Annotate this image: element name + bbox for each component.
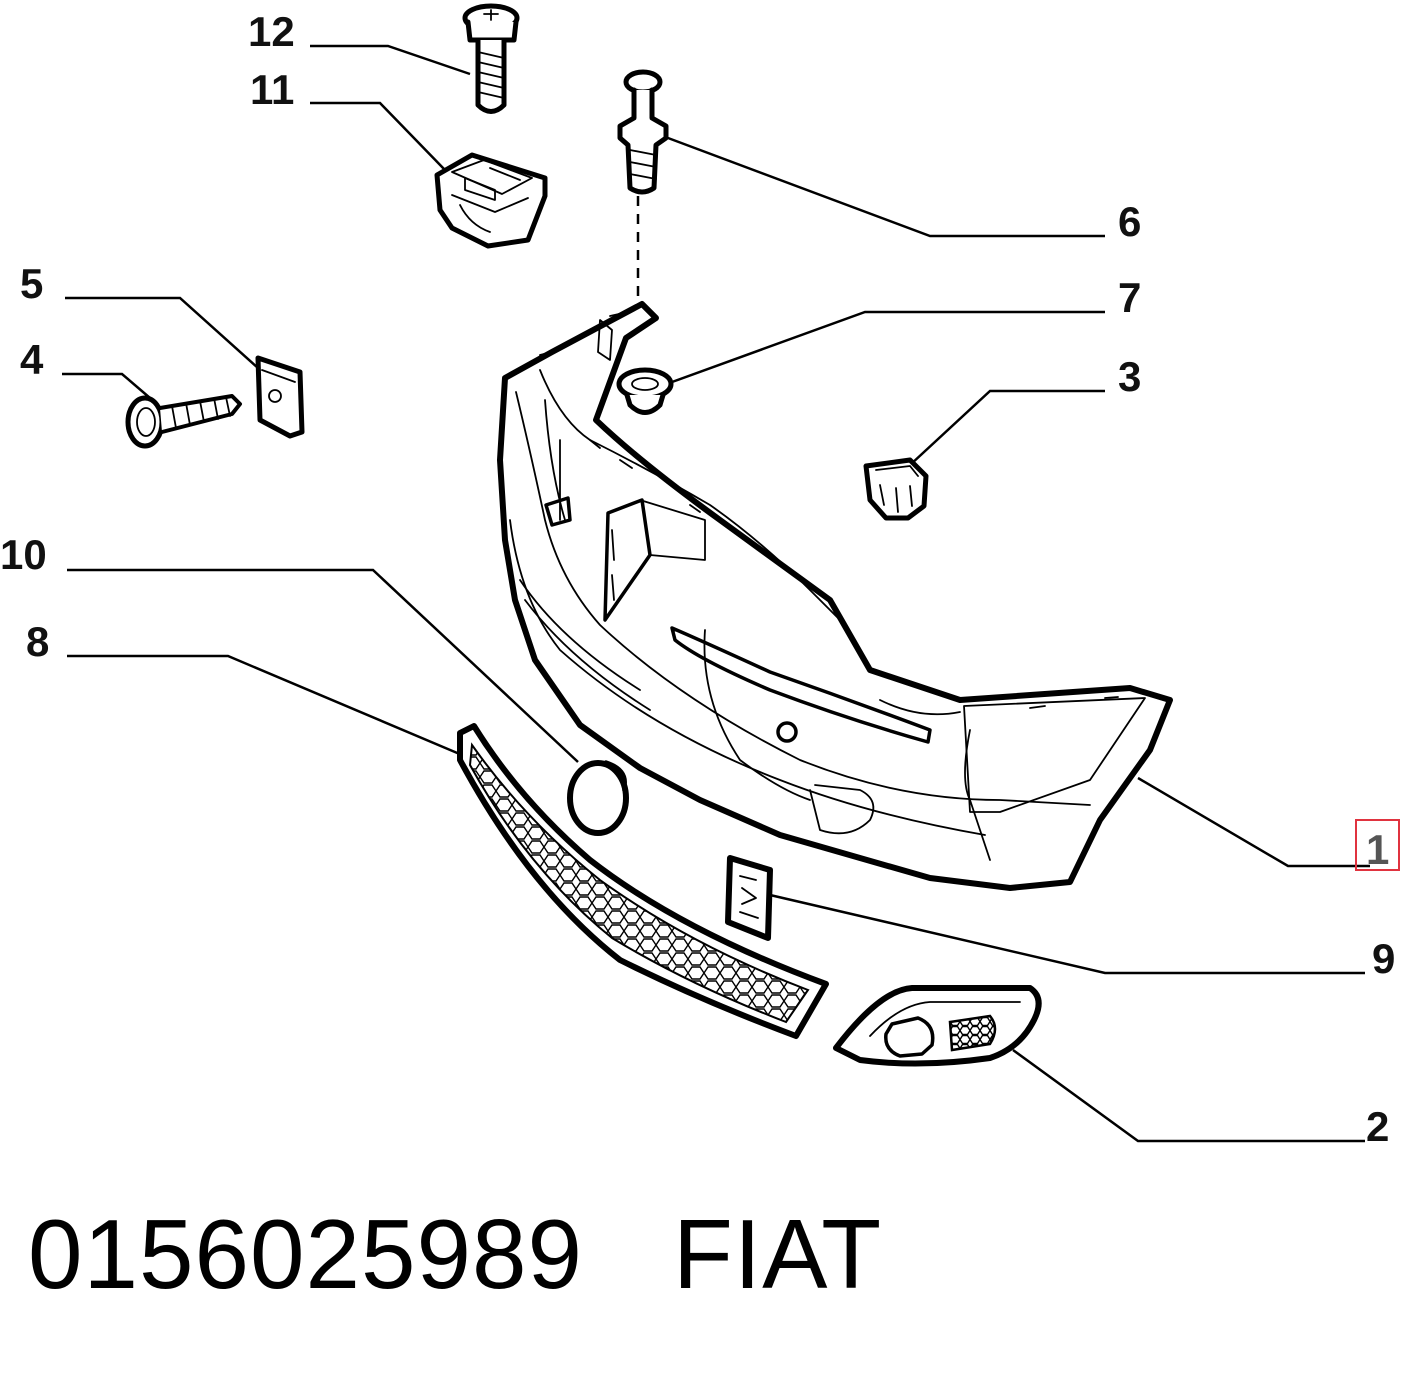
leader-2 [1012, 1048, 1365, 1143]
callout-8: 8 [26, 618, 49, 665]
callout-11: 11 [250, 66, 294, 113]
callout-3: 3 [1118, 353, 1141, 400]
retainer-clip-icon [434, 152, 548, 249]
fog-lamp-bezel-icon [833, 985, 1042, 1067]
callout-10: 10 [0, 531, 47, 578]
leader-11 [310, 101, 446, 171]
lower-grille-icon [457, 723, 829, 1039]
leader-9 [769, 893, 1365, 975]
callout-4: 4 [20, 336, 44, 383]
bolt-icon [462, 3, 520, 114]
leader-1 [1137, 776, 1370, 868]
screw-icon [125, 394, 242, 449]
leader-8 [67, 654, 463, 757]
leader-4 [62, 372, 151, 399]
leader-3 [909, 389, 1105, 466]
leader-7 [671, 310, 1105, 384]
leader-6 [667, 136, 1105, 238]
bumper-icon [497, 301, 1173, 891]
part-caption: 0156025989 FIAT [28, 1198, 882, 1311]
callout-5: 5 [20, 260, 43, 307]
leader-lines [62, 44, 1370, 1143]
callout-1-highlight [1355, 819, 1400, 871]
clip-icon [863, 457, 929, 521]
callout-9: 9 [1372, 935, 1395, 982]
badge-icon [725, 855, 773, 941]
callout-1: 1 [1366, 826, 1389, 873]
leader-12 [310, 44, 471, 76]
nut-plate-icon [255, 355, 305, 439]
callout-6: 6 [1118, 198, 1141, 245]
callout-2: 2 [1366, 1103, 1389, 1150]
part-number: 0156025989 [28, 1199, 584, 1309]
brand-name: FIAT [673, 1199, 883, 1309]
grommet-icon [616, 367, 674, 415]
plug-cap-icon [567, 760, 629, 836]
callout-12: 12 [248, 8, 295, 55]
callouts: 12 11 6 7 5 4 3 10 8 1 9 2 [0, 8, 1400, 1150]
push-pin-icon [617, 69, 669, 195]
leader-10 [67, 568, 579, 763]
callout-7: 7 [1118, 274, 1141, 321]
leader-5 [65, 296, 259, 369]
